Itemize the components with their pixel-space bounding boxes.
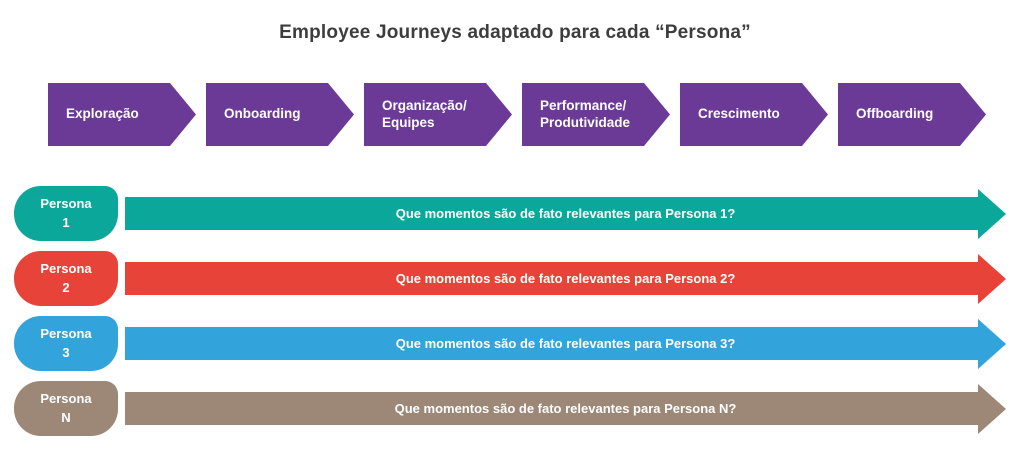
persona-label: Persona 1: [14, 186, 118, 241]
persona-row-3: Persona 3 Que momentos são de fato relev…: [0, 316, 1030, 371]
persona-label: Persona N: [14, 381, 118, 436]
persona-arrow-head: [978, 384, 1006, 434]
persona-row-2: Persona 2 Que momentos são de fato relev…: [0, 251, 1030, 306]
persona-arrow-bar: Que momentos são de fato relevantes para…: [125, 262, 978, 295]
persona-question: Que momentos são de fato relevantes para…: [394, 401, 737, 416]
persona-question: Que momentos são de fato relevantes para…: [395, 336, 736, 351]
stage-chevron-crescimento: Crescimento: [680, 83, 828, 146]
persona-label: Persona 3: [14, 316, 118, 371]
stage-chevron-performance-produtividade: Performance/ Produtividade: [522, 83, 670, 146]
persona-row-1: Persona 1 Que momentos são de fato relev…: [0, 186, 1030, 241]
persona-arrow-head: [978, 189, 1006, 239]
persona-arrow-bar: Que momentos são de fato relevantes para…: [125, 197, 978, 230]
persona-arrow-head: [978, 319, 1006, 369]
persona-arrow-head: [978, 254, 1006, 304]
persona-question: Que momentos são de fato relevantes para…: [395, 206, 736, 221]
persona-arrow-bar: Que momentos são de fato relevantes para…: [125, 392, 978, 425]
persona-row-n: Persona N Que momentos são de fato relev…: [0, 381, 1030, 436]
persona-question: Que momentos são de fato relevantes para…: [395, 271, 736, 286]
stage-chevron-offboarding: Offboarding: [838, 83, 986, 146]
page-title: Employee Journeys adaptado para cada “Pe…: [279, 22, 751, 43]
persona-label: Persona 2: [14, 251, 118, 306]
stage-chevron-exploracao: Exploração: [48, 83, 196, 146]
persona-arrow-bar: Que momentos são de fato relevantes para…: [125, 327, 978, 360]
stage-chevron-onboarding: Onboarding: [206, 83, 354, 146]
stage-chevron-organizacao-equipes: Organização/ Equipes: [364, 83, 512, 146]
